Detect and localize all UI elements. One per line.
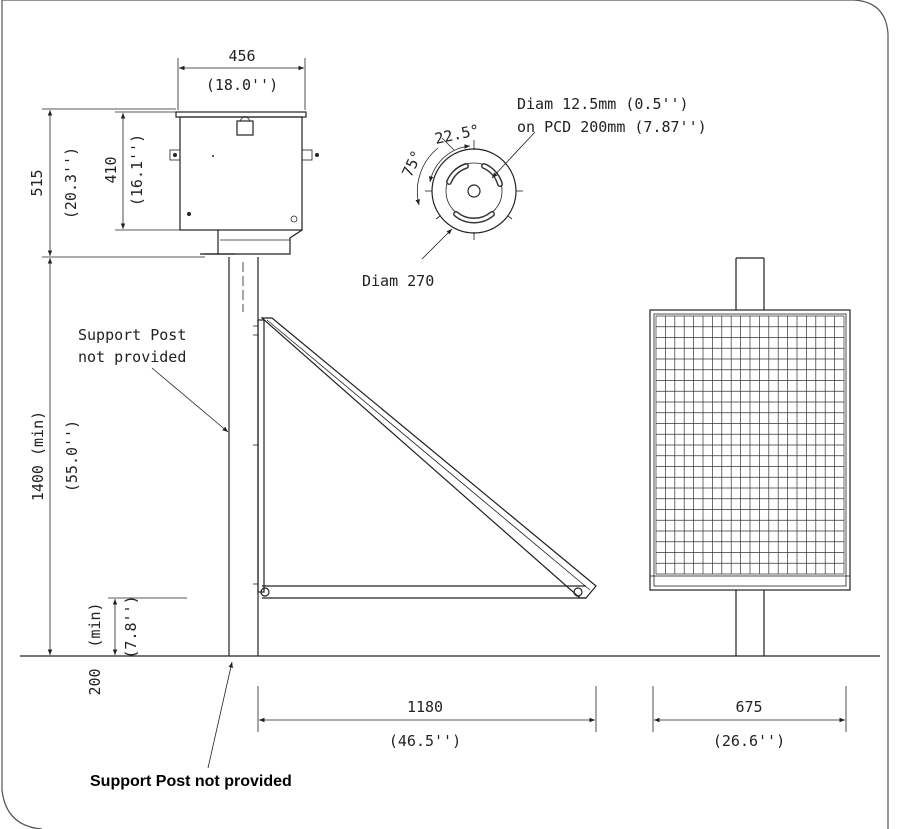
post-height-in: (55.0'')	[63, 420, 81, 492]
support-post-bold-note: Support Post not provided	[90, 773, 292, 790]
burial-mm: 200	[86, 668, 104, 695]
enclosure-height-dimension: 410 (16.1'')	[102, 111, 180, 231]
post-height-mm: 1400 (min)	[29, 411, 47, 501]
enclosure-width-dimension: 456 (18.0'')	[177, 47, 306, 110]
hole-note-line1: Diam 12.5mm (0.5'')	[517, 95, 689, 113]
solar-width-mm: 675	[735, 698, 762, 716]
solar-panel-width-dimension: 675 (26.6'')	[652, 686, 847, 750]
solar-panel-front	[649, 257, 851, 656]
enclosure-width-mm: 456	[228, 47, 255, 65]
enclosure	[169, 111, 319, 255]
overall-height-dimension: 515 (20.3'')	[28, 108, 205, 258]
enclosure-width-in: (18.0'')	[206, 76, 278, 94]
solar-depth-in: (46.5'')	[389, 732, 461, 750]
burial-dimension: 200 (min) (7.8'')	[86, 595, 187, 696]
plate-diameter: Diam 270	[362, 272, 434, 290]
post-note-line1: Support Post	[78, 326, 186, 344]
post-note-line2: not provided	[78, 348, 186, 366]
angle-75: 75°	[398, 148, 426, 180]
solar-width-in: (26.6'')	[713, 732, 785, 750]
mounting-plate	[415, 131, 536, 260]
solar-depth-mm: 1180	[407, 698, 443, 716]
solar-frame-side	[253, 317, 597, 599]
overall-height-in: (20.3'')	[62, 147, 80, 219]
enclosure-height-mm: 410	[102, 156, 120, 183]
support-post	[228, 257, 259, 656]
solar-frame-depth-dimension: 1180 (46.5'')	[257, 686, 597, 750]
hole-note-line2: on PCD 200mm (7.87'')	[517, 118, 707, 136]
burial-min: (min)	[86, 602, 104, 647]
overall-height-mm: 515	[28, 169, 46, 196]
post-height-dimension: 1400 (min) (55.0'')	[29, 258, 81, 655]
enclosure-height-in: (16.1'')	[128, 134, 146, 206]
burial-in: (7.8'')	[122, 595, 140, 658]
